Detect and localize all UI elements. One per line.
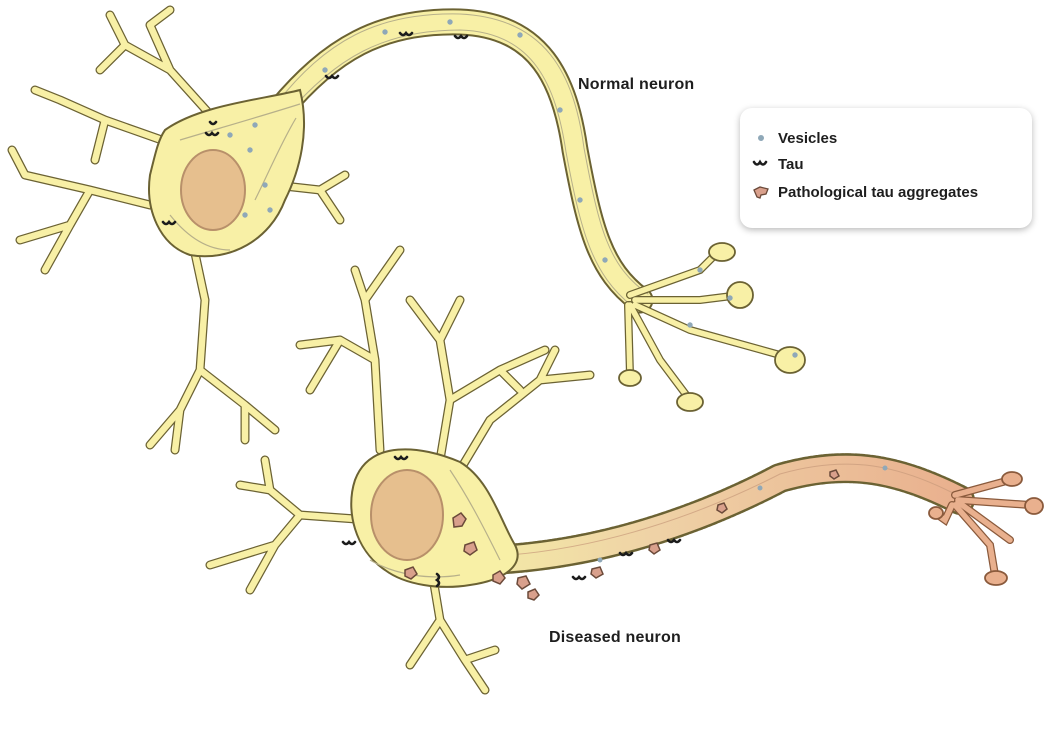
normal-neuron-label: Normal neuron	[578, 76, 694, 94]
legend-item-aggregates: Pathological tau aggregates	[740, 180, 978, 204]
legend-item-tau: Tau	[740, 152, 804, 176]
aggregate-icon	[752, 185, 770, 199]
diseased-terminals	[938, 480, 1030, 575]
normal-nucleus	[181, 150, 245, 230]
legend: Vesicles Tau Pathological tau aggregates	[740, 108, 1032, 228]
diseased-neuron-label: Diseased neuron	[549, 629, 681, 647]
diseased-axon	[490, 464, 960, 560]
vesicle-icon	[752, 131, 770, 145]
legend-label-tau: Tau	[778, 156, 804, 173]
legend-item-vesicles: Vesicles	[740, 126, 837, 150]
normal-synaptic-boutons	[619, 243, 805, 411]
diseased-nucleus	[371, 470, 443, 560]
legend-label-aggregates: Pathological tau aggregates	[778, 184, 978, 201]
normal-axon	[276, 14, 648, 306]
legend-label-vesicles: Vesicles	[778, 130, 837, 147]
tau-icon	[752, 157, 770, 171]
normal-terminals	[628, 250, 780, 400]
